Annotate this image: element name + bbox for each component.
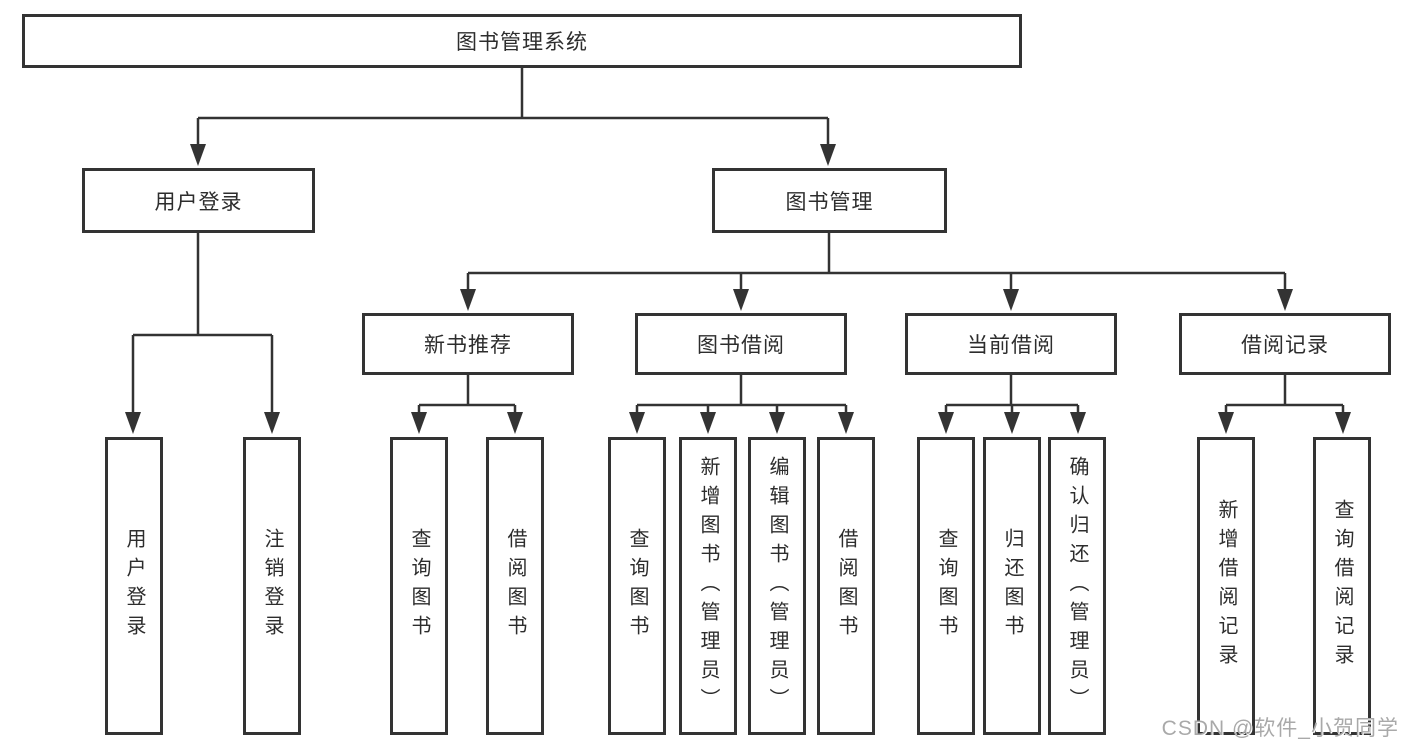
node-book-borrow: 图书借阅	[635, 313, 847, 375]
leaf-borrow-books-borrow: 借阅图书	[817, 437, 875, 735]
leaf-logout-login: 注销登录	[243, 437, 301, 735]
leaf-return-books: 归还图书	[983, 437, 1041, 735]
leaf-add-borrow-record: 新增借阅记录	[1197, 437, 1255, 735]
leaf-borrow-books-recommend: 借阅图书	[486, 437, 544, 735]
csdn-watermark: CSDN @软件_小贺同学	[1161, 717, 1399, 740]
node-current-borrow: 当前借阅	[905, 313, 1117, 375]
node-new-book-recommend: 新书推荐	[362, 313, 574, 375]
leaf-add-books-admin: 新增图书（管理员）	[679, 437, 737, 735]
node-borrow-records: 借阅记录	[1179, 313, 1391, 375]
leaf-user-login: 用户登录	[105, 437, 163, 735]
leaf-confirm-return-admin: 确认归还（管理员）	[1048, 437, 1106, 735]
leaf-query-books-current: 查询图书	[917, 437, 975, 735]
node-user-login: 用户登录	[82, 168, 315, 233]
leaf-query-books-recommend: 查询图书	[390, 437, 448, 735]
leaf-query-books-borrow: 查询图书	[608, 437, 666, 735]
node-library-management-system: 图书管理系统	[22, 14, 1022, 68]
node-book-management: 图书管理	[712, 168, 947, 233]
leaf-query-borrow-record: 查询借阅记录	[1313, 437, 1371, 735]
leaf-edit-books-admin: 编辑图书（管理员）	[748, 437, 806, 735]
